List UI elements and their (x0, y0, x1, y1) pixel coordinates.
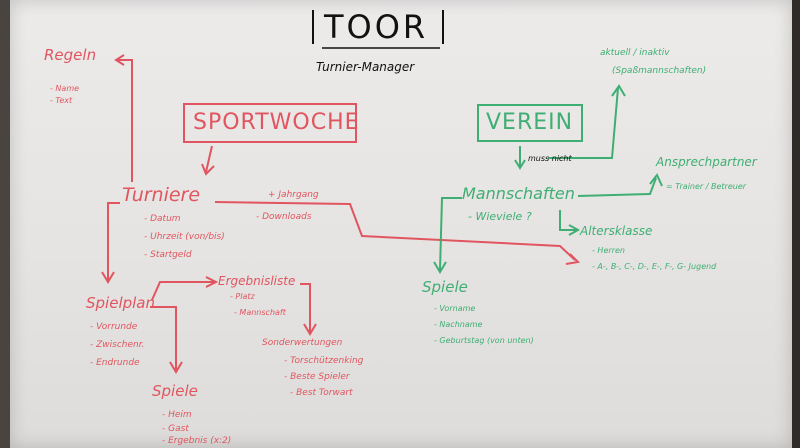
spielplan-heading: Spielplan (86, 294, 155, 312)
ergebnisliste-item: - Mannschaft (234, 308, 286, 317)
mannschaften-to-alter-line (559, 210, 576, 231)
spiele-right-item: - Nachname (434, 320, 483, 329)
sonder-arrowhead (303, 323, 317, 336)
altersklasse-heading: Altersklasse (580, 224, 653, 238)
sonderwertungen-item: - Best Torwart (290, 388, 353, 398)
spiele-right-item: - Vorname (434, 304, 476, 313)
mannschaften-sub: - Wieviele ? (468, 210, 532, 223)
turniere-to-spielplan-line (107, 202, 120, 280)
whiteboard (10, 0, 792, 448)
regeln-item: - Name (50, 84, 80, 93)
spiele-arrowhead (169, 361, 183, 374)
spiele-left-item: - Ergebnis (x:2) (162, 436, 232, 446)
spiele-left-item: - Gast (162, 424, 189, 434)
turniere-heading: Turniere (122, 184, 201, 206)
verein-label: VEREIN (486, 110, 574, 135)
spiele-right-item: - Geburtstag (von unten) (434, 336, 534, 345)
spiele-right-arrowhead (433, 261, 447, 274)
mannschaften-heading: Mannschaften (462, 184, 575, 203)
mannschaften-arrowhead (514, 159, 526, 170)
spielplan-item: - Vorrunde (90, 322, 138, 332)
spielplan-item: - Endrunde (90, 358, 140, 368)
sportwoche-label: SPORTWOCHE (193, 110, 360, 135)
ergebnisliste-item: - Platz (230, 292, 255, 301)
turniere-to-altersklasse-line (214, 201, 576, 261)
regeln-item: - Text (50, 96, 73, 105)
turniere-item: - Uhrzeit (von/bis) (144, 232, 225, 242)
spiele-left-item: - Heim (162, 410, 192, 420)
verein-to-aktuell-line (548, 87, 619, 159)
subtitle: Turnier-Manager (316, 60, 415, 74)
spiele-right-heading: Spiele (422, 278, 468, 296)
aktuell-line2: (Spaßmannschaften) (612, 66, 707, 76)
ergebnis-arrowhead (205, 276, 219, 288)
mannschaften-to-ansprech-line (577, 177, 657, 197)
ansprech-arrowhead (649, 173, 663, 187)
turniere-to-regeln-line (118, 59, 133, 182)
spielplan-item: - Zwischenr. (90, 340, 145, 350)
sonderwertungen-item: - Torschützenking (284, 356, 364, 366)
sonderwertungen-heading: Sonderwertungen (262, 338, 343, 348)
verein-box (477, 104, 583, 142)
spielplan-to-spiele-line (150, 306, 177, 370)
ansprechpartner-sub: = Trainer / Betreuer (666, 182, 747, 191)
ergebnisliste-heading: Ergebnisliste (218, 274, 296, 288)
aktuell-arrowhead (611, 84, 626, 97)
regeln-heading: Regeln (44, 46, 97, 64)
turniere-item: - Datum (144, 214, 181, 224)
regeln-arrowhead (114, 54, 125, 66)
ergebnis-to-sonder-line (300, 283, 311, 332)
turniere-extra: + Jahrgang (268, 190, 319, 200)
spielplan-to-ergebnis-line (151, 281, 214, 301)
title: TOOR (324, 8, 429, 46)
aktuell-line1: aktuell / inaktiv (600, 48, 670, 58)
spiele-left-heading: Spiele (152, 382, 198, 400)
turniere-extra: - Downloads (256, 212, 312, 222)
sportwoche-box (183, 103, 357, 143)
altersklasse-item: - Herren (592, 246, 625, 255)
sportwoche-arrowhead (201, 163, 215, 176)
ansprechpartner-heading: Ansprechpartner (656, 155, 757, 169)
mannschaften-to-spiele-line (439, 197, 462, 271)
spielplan-arrowhead (101, 271, 115, 284)
turniere-item: - Startgeld (144, 250, 192, 260)
altersklasse-item: - A-, B-, C-, D-, E-, F-, G- Jugend (592, 262, 717, 271)
muss-nicht-label: muss nicht (528, 154, 572, 163)
altersklasse-arrowhead-red (565, 253, 581, 265)
sonderwertungen-item: - Beste Spieler (284, 372, 350, 382)
alter-arrowhead-green (568, 224, 581, 236)
sportwoche-arrow (205, 145, 213, 173)
